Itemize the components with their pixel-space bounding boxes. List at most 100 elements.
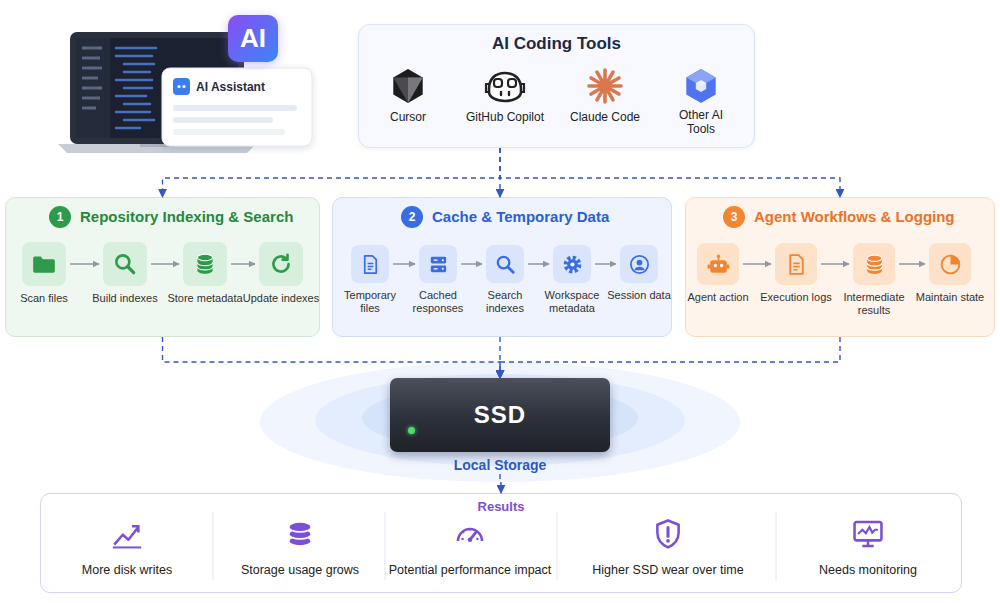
user-icon-part xyxy=(634,266,645,269)
card-title: AI Assistant xyxy=(196,80,308,95)
step-label: Workspace metadata xyxy=(540,289,604,315)
device-label: Local Storage xyxy=(390,457,610,474)
step-arrow xyxy=(595,263,616,265)
shield-icon-part xyxy=(666,539,670,543)
results-panel: ResultsMore disk writesStorage usage gro… xyxy=(40,493,962,593)
step-arrow xyxy=(528,263,549,265)
search-icon xyxy=(112,251,138,277)
text-slot: AI xyxy=(228,23,278,53)
tool-name: Other AI Tools xyxy=(666,108,736,136)
text-slot: Update indexes xyxy=(242,292,320,305)
step-label: Scan files xyxy=(5,292,83,305)
ai-badge xyxy=(228,15,278,62)
text-slot: Build indexes xyxy=(86,292,164,305)
ai-assistant-card xyxy=(177,85,180,88)
text-slot: Storage usage grows xyxy=(235,563,365,578)
pie-icon-part xyxy=(950,255,959,264)
flow-connector xyxy=(500,474,501,493)
text-slot: Agent action xyxy=(682,291,754,304)
pie-icon-part xyxy=(941,255,959,273)
section-panel: Agent Workflows & Logging 3Agent action Ex… xyxy=(685,197,995,337)
step-icon-box: Session data xyxy=(620,245,658,283)
monitor-icon-part xyxy=(858,527,878,534)
section-title: Repository Indexing & Search xyxy=(80,208,313,226)
step-label: Temporary files xyxy=(338,289,402,315)
coins-icon xyxy=(283,517,317,551)
step-arrow xyxy=(743,263,771,265)
db-icon-part xyxy=(197,254,212,261)
step-label: Execution logs xyxy=(760,291,832,304)
gear-icon-part xyxy=(570,262,574,266)
pie-icon xyxy=(938,252,963,277)
flow-connector xyxy=(499,148,500,197)
db-icon-part xyxy=(867,262,882,269)
doc-icon-part xyxy=(790,255,803,274)
text-slot: Intermediate results xyxy=(838,291,910,317)
ai-assistant-card xyxy=(173,78,190,95)
shield-icon-part xyxy=(666,528,669,537)
tool-name: GitHub Copilot xyxy=(455,110,555,124)
db-icon xyxy=(192,251,218,277)
laptop-illustration xyxy=(76,38,110,138)
other-tools-logo xyxy=(686,69,715,103)
step-arrow xyxy=(393,263,415,265)
cursor-logo xyxy=(393,78,422,104)
panel-title: AI Coding Tools xyxy=(359,34,754,54)
step-icon-box: Build indexes xyxy=(103,242,147,286)
results-divider xyxy=(213,512,776,580)
step-icon-box: Store metadata xyxy=(183,242,227,286)
ai-assistant-card xyxy=(182,85,185,88)
robot-icon-part xyxy=(719,263,722,266)
text-slot: Search indexes xyxy=(473,289,537,315)
copilot-logo xyxy=(494,79,502,87)
user-icon-part xyxy=(636,259,642,265)
shield-icon xyxy=(651,517,685,551)
storage-device: SSDLocal Storage xyxy=(390,378,610,474)
ai-assistant-card xyxy=(173,105,297,111)
server-icon-part xyxy=(433,260,437,269)
result-item: Storage usage grows xyxy=(280,514,320,554)
result-item: More disk writes xyxy=(107,514,147,554)
step-label: Search indexes xyxy=(473,289,537,315)
callout-number: 3 xyxy=(723,206,745,228)
step-label: Agent action xyxy=(682,291,754,304)
text-slot: GitHub Copilot xyxy=(455,110,555,124)
result-label: More disk writes xyxy=(67,563,187,578)
callout-number: 2 xyxy=(401,206,423,228)
text-slot: Store metadata xyxy=(166,292,244,305)
text-slot: Agent Workflows & Logging xyxy=(754,208,988,226)
section-title: Agent Workflows & Logging xyxy=(754,208,988,226)
result-label: Storage usage grows xyxy=(235,563,365,578)
refresh-icon-part xyxy=(283,255,288,260)
flow-connector xyxy=(500,337,840,378)
text-slot: Higher SSD wear over time xyxy=(588,563,748,578)
step-icon-box: Workspace metadata xyxy=(553,245,591,283)
doc-icon-part xyxy=(364,255,376,272)
text-slot: Maintain state xyxy=(914,291,986,304)
ai-badge xyxy=(228,15,278,64)
robot-icon xyxy=(706,252,731,277)
flow-connector xyxy=(163,337,501,378)
laptop-illustration xyxy=(116,48,156,128)
step-arrow xyxy=(151,263,179,265)
robot-icon-part xyxy=(710,260,727,273)
chart-icon-part xyxy=(132,526,138,532)
cursor-logo xyxy=(393,69,422,103)
doc-icon-part xyxy=(793,263,799,269)
text-slot: AI Assistant xyxy=(196,80,308,95)
step-label: Intermediate results xyxy=(838,291,910,317)
gauge-icon xyxy=(453,517,487,551)
result-label: Higher SSD wear over time xyxy=(588,563,748,578)
gauge-icon-part xyxy=(468,537,473,542)
step-icon-box: Scan files xyxy=(22,242,66,286)
text-slot: More disk writes xyxy=(67,563,187,578)
flow-connector xyxy=(499,337,500,378)
step-arrow xyxy=(231,263,255,265)
text-slot: Potential performance impact xyxy=(388,563,552,578)
user-icon-part xyxy=(630,255,647,272)
text-slot: Other AI Tools xyxy=(666,108,736,136)
step-icon-box: Cached responses xyxy=(419,245,457,283)
robot-icon-part xyxy=(713,263,716,266)
text-slot: Scan files xyxy=(5,292,83,305)
step-label: Maintain state xyxy=(914,291,986,304)
